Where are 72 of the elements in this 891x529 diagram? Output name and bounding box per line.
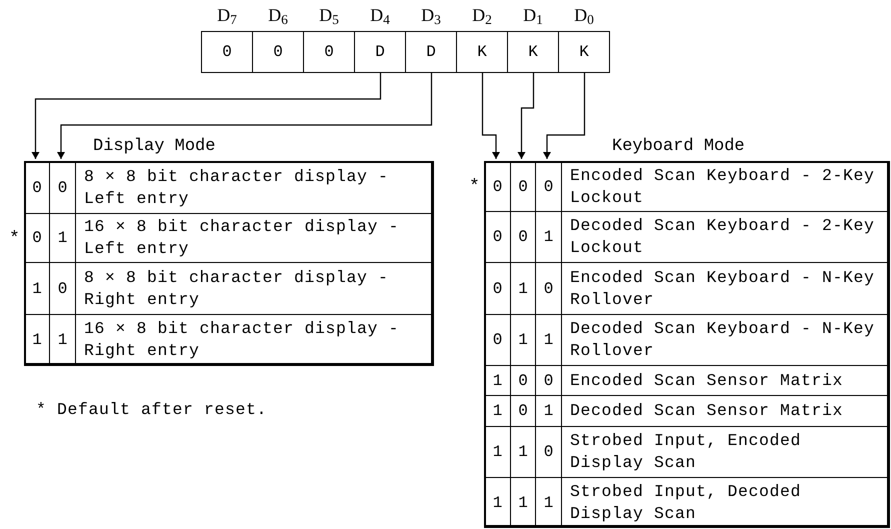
connector-arrow: [57, 73, 432, 159]
bit-value: 1: [544, 401, 554, 422]
bit-value: 0: [544, 176, 554, 198]
bit-value: 1: [518, 278, 528, 300]
bit-value: 0: [518, 401, 528, 422]
mode-description: 8 × 8 bit character display - Right entry: [84, 266, 390, 310]
bit-value: K: [528, 42, 538, 63]
connector-arrow: [543, 73, 586, 159]
bit-value: 0: [492, 330, 502, 351]
bit-value: 1: [518, 442, 528, 463]
mode-description: 16 × 8 bit character display - Right entry: [84, 318, 400, 362]
mode-description: Encoded Scan Sensor Matrix: [570, 370, 844, 392]
bit-value: 1: [492, 492, 502, 514]
bit-value: 1: [518, 492, 528, 514]
default-marker: *: [9, 228, 20, 251]
bit-value: 0: [518, 176, 528, 198]
mode-description: 16 × 8 bit character display - Left entry: [84, 216, 400, 260]
bit-value: 0: [58, 178, 68, 198]
mode-description-cell: [561, 477, 890, 528]
bit-value: 1: [492, 442, 502, 463]
table-heading: Display Mode: [93, 136, 216, 158]
bit-value: D: [426, 42, 436, 63]
bit-value: K: [579, 42, 589, 63]
bit-label: D$_{2}$: [471, 4, 493, 29]
bit-label: D$_{1}$: [522, 4, 544, 29]
connector-arrow: [482, 73, 500, 159]
mode-description: Strobed Input, Encoded Display Scan: [570, 430, 802, 474]
connector-arrow: [32, 73, 382, 159]
bit-value: D: [375, 42, 385, 63]
bit-value: 1: [492, 401, 502, 422]
bit-value: 0: [273, 42, 283, 63]
mode-description: 8 × 8 bit character display - Left entry: [84, 166, 390, 210]
mode-description-cell: [75, 314, 434, 366]
bit-value: 1: [544, 330, 554, 351]
connector-arrow: [518, 73, 534, 159]
bit-label: D$_{4}$: [369, 4, 391, 29]
mode-description: Decoded Scan Sensor Matrix: [570, 400, 844, 422]
bit-value: 0: [58, 278, 68, 300]
bit-value: 1: [544, 492, 554, 514]
default-marker: *: [469, 176, 480, 199]
bit-value: K: [477, 42, 487, 63]
bit-value: 1: [58, 228, 68, 249]
mode-description: Decoded Scan Keyboard - N-Key Rollover: [570, 318, 876, 362]
bit-label: D$_{7}$: [216, 4, 238, 29]
bit-value: 1: [544, 227, 554, 248]
mode-description: Encoded Scan Keyboard - 2-Key Lockout: [570, 164, 876, 208]
bit-value: 1: [518, 330, 528, 351]
bit-label: D$_{3}$: [420, 4, 442, 29]
bit-value: 0: [32, 228, 42, 249]
bit-value: 0: [222, 42, 232, 63]
bit-value: 0: [492, 278, 502, 300]
bit-value: 0: [518, 227, 528, 248]
mode-description: Decoded Scan Keyboard - 2-Key Lockout: [570, 215, 876, 259]
bit-value: 0: [544, 442, 554, 463]
bit-value: 0: [324, 42, 334, 63]
bit-label: D$_{6}$: [267, 4, 289, 29]
bit-value: 0: [32, 178, 42, 198]
bit-value: 1: [32, 278, 42, 300]
bit-value: 1: [492, 370, 502, 392]
bit-value: 0: [492, 176, 502, 198]
bit-value: 0: [518, 370, 528, 392]
table-heading: Keyboard Mode: [612, 136, 745, 158]
mode-description: Encoded Scan Keyboard - N-Key Rollover: [570, 266, 876, 310]
bit-value: 1: [32, 330, 42, 351]
bit-value: 0: [492, 227, 502, 248]
bit-label: D$_{0}$: [573, 4, 595, 29]
footnote: * Default after reset.: [36, 399, 268, 421]
bit-value: 0: [544, 370, 554, 392]
bit-value: 0: [544, 278, 554, 300]
mode-description: Strobed Input, Decoded Display Scan: [570, 480, 802, 524]
bit-value: 1: [58, 330, 68, 351]
bit-label: D$_{5}$: [318, 4, 340, 29]
